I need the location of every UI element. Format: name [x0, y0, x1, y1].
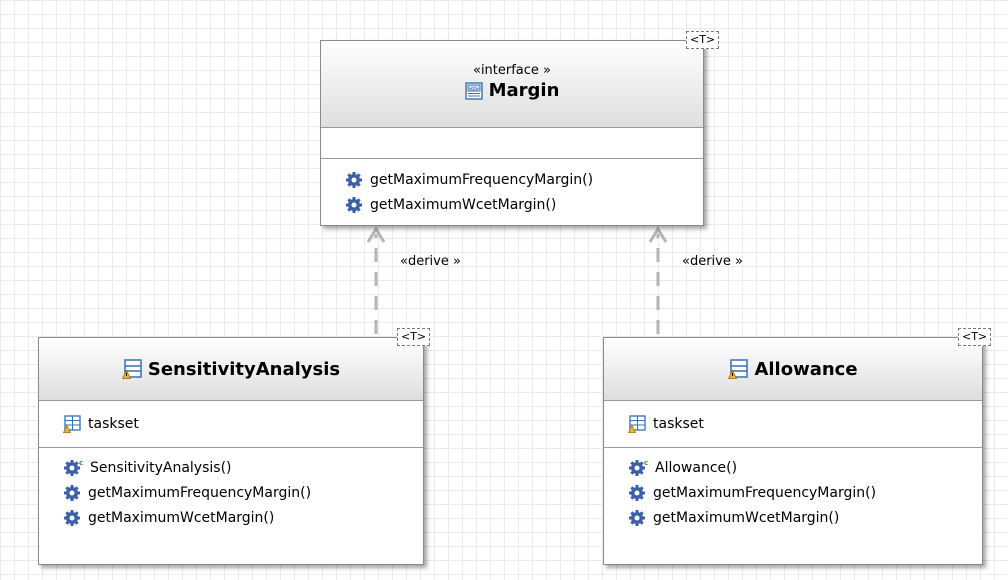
operation-row[interactable]: getMaximumWcetMargin() [321, 192, 703, 217]
interface-attributes-section [321, 128, 703, 159]
template-badge-sensitivity-analysis: <T> [397, 328, 431, 346]
operation-row[interactable]: getMaximumFrequencyMargin() [604, 480, 982, 505]
operation-name: getMaximumWcetMargin() [370, 196, 557, 213]
class-operations-section: c SensitivityAnalysis() getMaximumFreque… [39, 448, 423, 530]
class-icon [121, 359, 142, 379]
operation-row[interactable]: getMaximumWcetMargin() [39, 505, 423, 530]
constructor-gear-icon: c [63, 459, 83, 477]
interface-stereotype: «interface » [472, 63, 552, 78]
gear-icon [345, 171, 363, 189]
operation-row[interactable]: getMaximumFrequencyMargin() [39, 480, 423, 505]
template-badge-margin: <T> [686, 31, 720, 49]
operation-row[interactable]: c SensitivityAnalysis() [39, 455, 423, 480]
interface-box-margin[interactable]: «interface » <I> Margin [320, 40, 704, 226]
gear-icon [628, 509, 646, 527]
operation-name: getMaximumWcetMargin() [653, 509, 840, 526]
operation-name: SensitivityAnalysis() [90, 459, 232, 476]
interface-icon: <I> [464, 81, 483, 100]
class-name: SensitivityAnalysis [147, 358, 341, 380]
derive-arrowhead-1 [366, 226, 386, 243]
attribute-row[interactable]: taskset [39, 412, 139, 437]
attribute-name: taskset [653, 416, 704, 432]
operation-row[interactable]: c Allowance() [604, 455, 982, 480]
field-icon [628, 415, 646, 433]
class-name: Allowance [754, 358, 858, 380]
operation-name: getMaximumWcetMargin() [88, 509, 275, 526]
field-icon [63, 415, 81, 433]
interface-operations-section: getMaximumFrequencyMargin() getMaximumWc… [321, 159, 703, 217]
gear-icon [628, 484, 646, 502]
class-box-allowance[interactable]: Allowance taskset c [603, 337, 983, 565]
attribute-name: taskset [88, 416, 139, 432]
svg-text:c: c [79, 459, 83, 467]
constructor-gear-icon: c [628, 459, 648, 477]
class-header: SensitivityAnalysis [39, 338, 423, 401]
operation-row[interactable]: getMaximumWcetMargin() [604, 505, 982, 530]
svg-text:c: c [644, 459, 648, 467]
operation-name: getMaximumFrequencyMargin() [370, 171, 594, 188]
operation-row[interactable]: getMaximumFrequencyMargin() [321, 167, 703, 192]
derive-label-1: «derive » [400, 254, 461, 269]
gear-icon [63, 509, 81, 527]
svg-text:<I>: <I> [468, 86, 479, 92]
operation-name: getMaximumFrequencyMargin() [653, 484, 877, 501]
class-operations-section: c Allowance() getMaximumFrequencyMargin(… [604, 448, 982, 530]
gear-icon [345, 196, 363, 214]
operation-name: Allowance() [655, 459, 738, 476]
class-attributes-section: taskset [39, 401, 423, 448]
attribute-row[interactable]: taskset [604, 412, 704, 437]
class-header: Allowance [604, 338, 982, 401]
class-attributes-section: taskset [604, 401, 982, 448]
derive-label-2: «derive » [682, 254, 743, 269]
interface-header: «interface » <I> Margin [321, 41, 703, 128]
template-badge-allowance: <T> [958, 328, 992, 346]
gear-icon [63, 484, 81, 502]
derive-arrowhead-2 [648, 226, 668, 243]
class-box-sensitivity-analysis[interactable]: SensitivityAnalysis taskset [38, 337, 424, 565]
interface-name: Margin [488, 80, 560, 101]
operation-name: getMaximumFrequencyMargin() [88, 484, 312, 501]
class-icon [728, 359, 749, 379]
